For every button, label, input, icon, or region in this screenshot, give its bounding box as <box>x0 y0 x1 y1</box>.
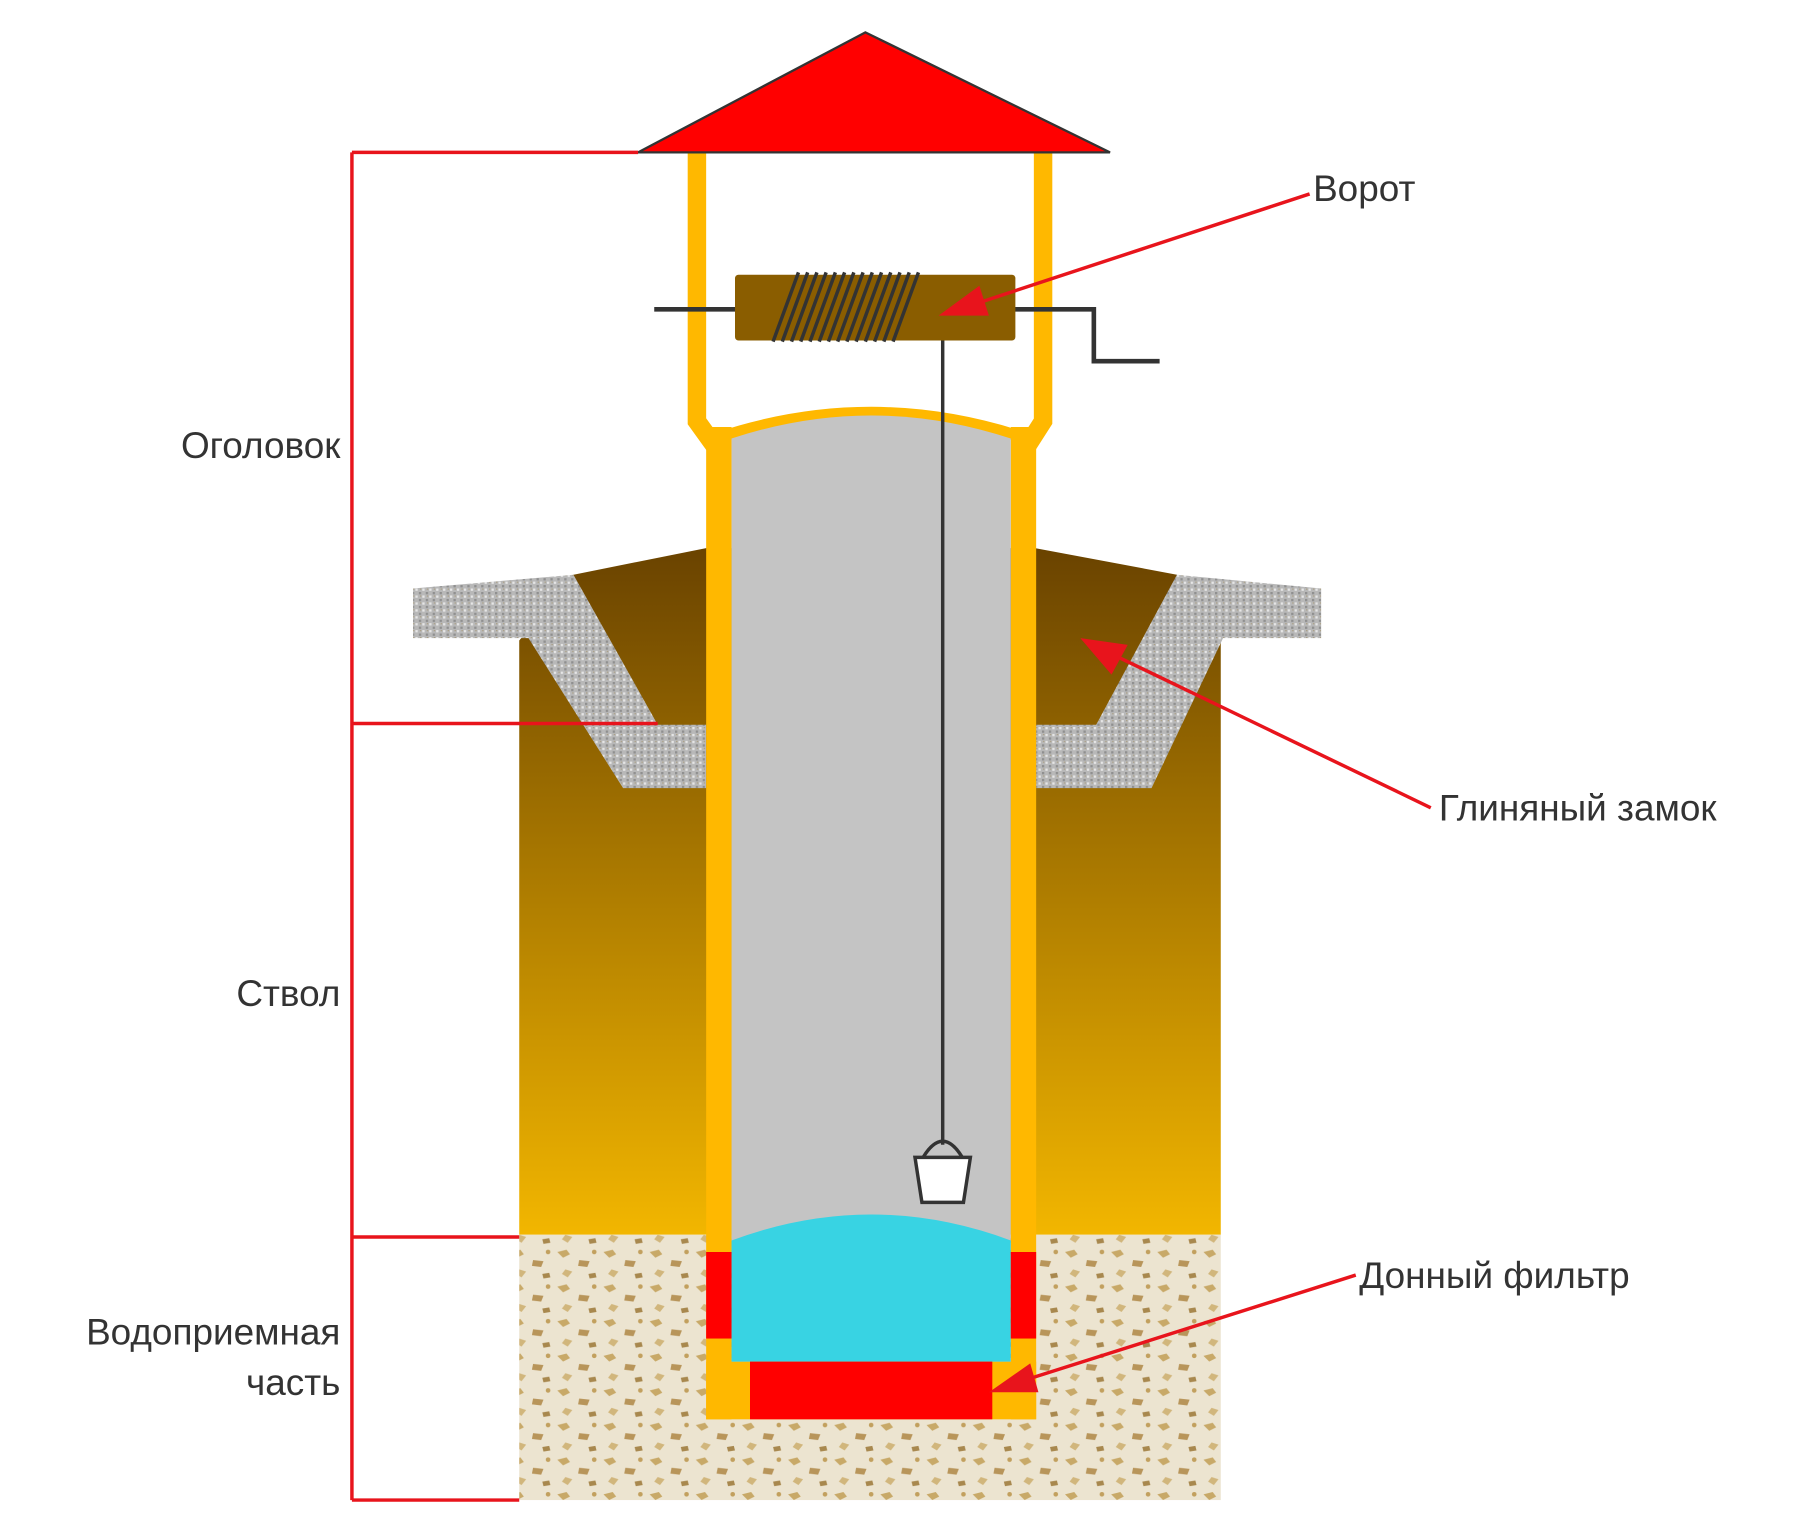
shaft-inner <box>731 415 1011 1247</box>
roof <box>637 31 1111 154</box>
post-left <box>687 152 726 456</box>
arrow-clay-lock <box>1080 638 1128 675</box>
water <box>731 1214 1011 1362</box>
clay-lock-left <box>413 574 707 789</box>
label-intake-1: Водоприемная <box>86 1311 340 1352</box>
windlass-drum <box>735 274 1016 341</box>
arrow-filter <box>989 1363 1039 1393</box>
clay-lock-right <box>1035 574 1322 789</box>
label-bottom-filter: Донный фильтр <box>1359 1255 1629 1296</box>
section-bracket <box>350 150 658 1502</box>
filter-ring-right <box>1010 1252 1037 1339</box>
callout-arrows <box>938 192 1432 1393</box>
filter-ring-left <box>706 1252 732 1339</box>
rope-coil-icon <box>771 271 921 343</box>
bucket-icon <box>912 1139 973 1205</box>
arrow-windlass <box>938 285 989 316</box>
label-windlass: Ворот <box>1313 168 1415 209</box>
bottom-filter <box>750 1361 993 1420</box>
label-shaft: Ствол <box>236 973 340 1014</box>
post-right <box>1016 152 1053 456</box>
label-intake-2: часть <box>246 1362 340 1403</box>
shaft-top <box>715 406 1027 445</box>
label-clay-lock: Глиняный замок <box>1439 787 1718 828</box>
label-head: Оголовок <box>181 425 341 466</box>
